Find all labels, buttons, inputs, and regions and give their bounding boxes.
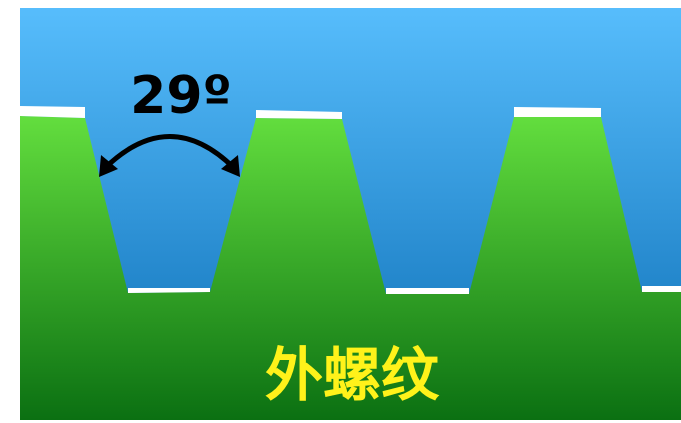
crest-flat bbox=[256, 110, 342, 119]
angle-label: 29º bbox=[130, 66, 232, 126]
external-thread-profile bbox=[20, 116, 681, 420]
root-flat bbox=[128, 288, 210, 293]
angle-arrow bbox=[99, 134, 240, 177]
crest-flat bbox=[514, 107, 601, 117]
angle-arc bbox=[102, 134, 237, 171]
arrowhead-left bbox=[99, 155, 118, 177]
root-flat bbox=[642, 286, 681, 292]
thread-flats bbox=[20, 106, 681, 294]
arrowhead-right bbox=[221, 155, 240, 177]
root-flat bbox=[386, 288, 469, 294]
crest-flat bbox=[20, 106, 85, 118]
caption-label: 外螺纹 bbox=[265, 341, 440, 409]
